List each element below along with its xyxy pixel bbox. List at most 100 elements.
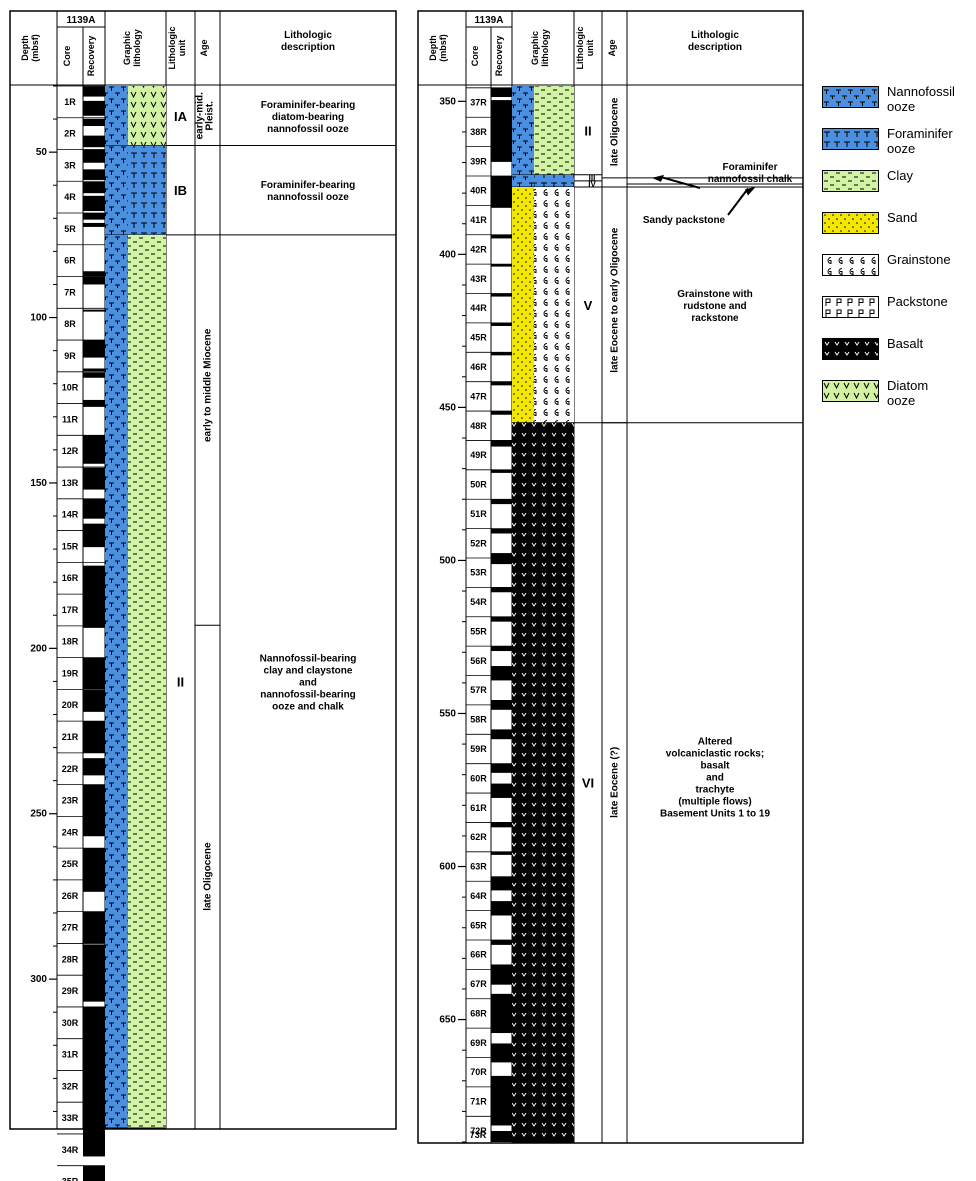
- right-recovery-56R-1: [491, 666, 512, 676]
- left-recovery-11R-0: [83, 403, 105, 407]
- right-recovery-40R-0: [491, 175, 512, 206]
- right-lith-block-0-left: [512, 86, 534, 175]
- right-core-41R: 41R: [470, 215, 487, 225]
- legend-swatch-sand: [822, 212, 879, 234]
- left-core-23R: 23R: [62, 796, 79, 806]
- left-header-depth: Depth(mbsf): [20, 34, 40, 62]
- legend-label-clay: Clay: [887, 168, 914, 183]
- left-core-12R: 12R: [62, 446, 79, 456]
- right-recovery-48R-0: [491, 411, 512, 415]
- left-recovery-25R-0: [83, 848, 105, 880]
- right-age-0: late Oligocene: [610, 97, 621, 166]
- right-lith-block-3-left: [512, 422, 534, 1142]
- left-core-16R: 16R: [62, 573, 79, 583]
- right-unit-II: II: [584, 123, 591, 138]
- right-lith-block-2-right: [534, 187, 574, 423]
- right-core-53R: 53R: [470, 568, 487, 578]
- right-recovery-42R-0: [491, 234, 512, 239]
- left-core-11R: 11R: [62, 414, 79, 424]
- right-recovery-57R-0: [491, 675, 512, 681]
- right-core-58R: 58R: [470, 715, 487, 725]
- right-recovery-60R-0: [491, 763, 512, 773]
- right-lith-block-1-left: [512, 174, 534, 188]
- left-age-1: early to middle Miocene: [203, 328, 214, 442]
- right-core-45R: 45R: [470, 333, 487, 343]
- right-core-column: 1139A Depth(mbsf) Core Recovery Graphicl…: [417, 10, 804, 1144]
- left-core-10R: 10R: [62, 383, 79, 393]
- left-core-7R: 7R: [64, 287, 76, 297]
- right-core-71R: 71R: [470, 1097, 487, 1107]
- left-recovery-15R-0: [83, 530, 105, 548]
- right-recovery-58R-0: [491, 704, 512, 710]
- right-core-50R: 50R: [470, 480, 487, 490]
- legend-label-sand: Sand: [887, 210, 918, 225]
- legend-item-foraminifer: Foraminifer ooze: [822, 126, 972, 170]
- left-core-34R: 34R: [62, 1145, 79, 1155]
- right-core-67R: 67R: [470, 979, 487, 989]
- legend-item-packstone: Packstone: [822, 294, 972, 338]
- right-depth-tick-400: 400: [439, 249, 456, 260]
- left-core-1R: 1R: [64, 97, 76, 107]
- legend-label-diatom: Diatom ooze: [887, 378, 929, 408]
- left-core-31R: 31R: [62, 1050, 79, 1060]
- right-age-1: late Eocene to early Oligocene: [610, 227, 621, 372]
- left-recovery-23R-0: [83, 784, 105, 817]
- right-core-55R: 55R: [470, 626, 487, 636]
- right-recovery-66R-0: [491, 939, 512, 945]
- right-core-61R: 61R: [470, 803, 487, 813]
- right-core-63R: 63R: [470, 862, 487, 872]
- right-recovery-63R-1: [491, 876, 512, 882]
- left-recovery-4R-1: [83, 195, 105, 212]
- right-recovery-65R-0: [491, 910, 512, 916]
- right-header-unit: Lithologicunit: [575, 27, 595, 70]
- left-core-35R: 35R: [62, 1177, 79, 1181]
- legend-label-grainstone: Grainstone: [887, 252, 951, 267]
- left-recovery-34R-0: [83, 1133, 105, 1157]
- left-unit-IB: IB: [174, 183, 187, 198]
- right-recovery-71R-0: [491, 1086, 512, 1117]
- right-recovery-46R-0: [491, 352, 512, 356]
- left-recovery-22R-0: [83, 758, 105, 776]
- right-core-54R: 54R: [470, 597, 487, 607]
- left-core-19R: 19R: [62, 668, 79, 678]
- left-recovery-21R-0: [83, 721, 105, 753]
- right-recovery-37R-0: [491, 87, 512, 98]
- left-lith-block-1-left: [105, 145, 128, 235]
- right-depth-tick-650: 650: [439, 1015, 456, 1026]
- left-recovery-27R-0: [83, 911, 105, 944]
- right-recovery-45R-0: [491, 322, 512, 326]
- left-core-9R: 9R: [64, 351, 76, 361]
- right-core-73R: 73R: [470, 1130, 487, 1140]
- left-recovery-13R-0: [83, 467, 105, 490]
- left-core-21R: 21R: [62, 732, 79, 742]
- right-header-core: Core: [470, 46, 480, 67]
- left-core-15R: 15R: [62, 541, 79, 551]
- left-recovery-30R-0: [83, 1006, 105, 1039]
- legend-swatch-clay: [822, 170, 879, 192]
- left-core-3R: 3R: [64, 160, 76, 170]
- left-core-5R: 5R: [64, 224, 76, 234]
- right-recovery-58R-1: [491, 729, 512, 735]
- legend-item-basalt: Basalt: [822, 336, 972, 380]
- left-unit-IA: IA: [174, 109, 188, 124]
- legend-item-nannofossil: Nannofossil ooze: [822, 84, 972, 128]
- left-core-32R: 32R: [62, 1081, 79, 1091]
- right-core-38R: 38R: [470, 127, 487, 137]
- left-recovery-29R-0: [83, 975, 105, 1002]
- left-recovery-28R-0: [83, 944, 105, 976]
- left-header-core: Core: [62, 46, 72, 67]
- left-core-29R: 29R: [62, 986, 79, 996]
- left-recovery-1R-1: [83, 100, 105, 116]
- right-recovery-38R-0: [491, 117, 512, 147]
- left-header-graphic: Graphiclithology: [122, 29, 142, 67]
- right-recovery-69R-0: [491, 1028, 512, 1034]
- right-core-37R: 37R: [470, 98, 487, 108]
- left-core-13R: 13R: [62, 478, 79, 488]
- right-recovery-60R-1: [491, 783, 512, 794]
- left-recovery-20R-0: [83, 690, 105, 712]
- right-core-68R: 68R: [470, 1008, 487, 1018]
- right-core-49R: 49R: [470, 450, 487, 460]
- right-core-59R: 59R: [470, 744, 487, 754]
